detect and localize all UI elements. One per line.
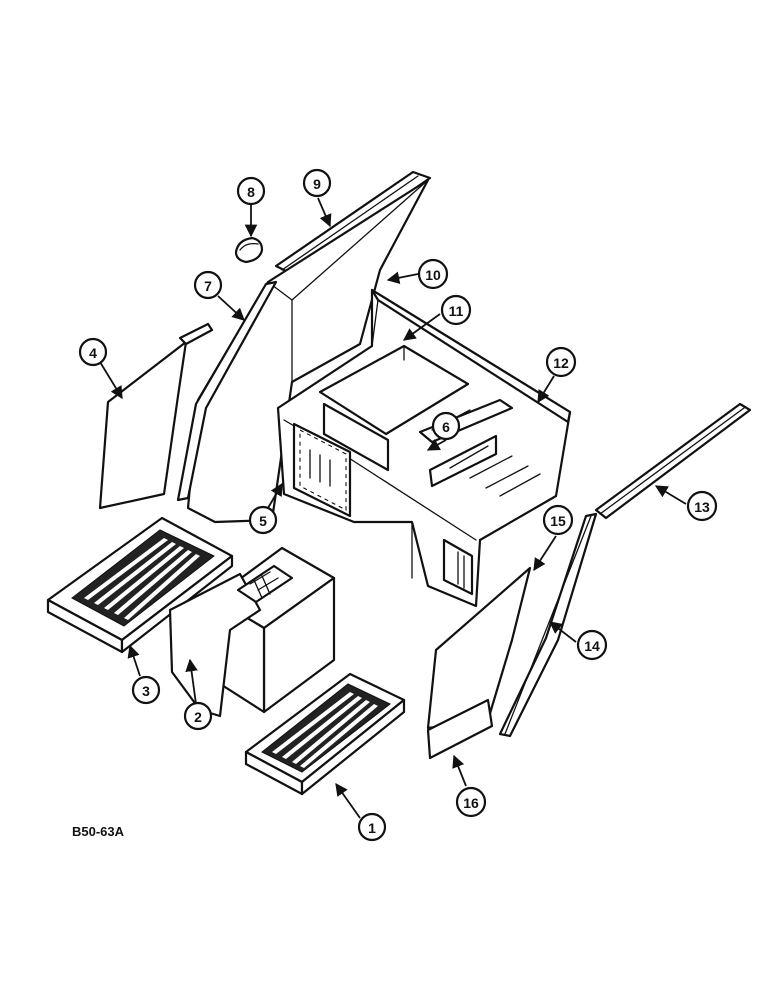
- callout-4: 4: [78, 337, 108, 367]
- callout-13-label: 13: [694, 499, 710, 515]
- callout-12: 12: [545, 346, 577, 378]
- leader-lines: [99, 197, 687, 819]
- leader-16: [452, 754, 467, 787]
- callout-16-label: 16: [463, 795, 479, 811]
- part-12-floor-tub: [276, 288, 572, 608]
- leader-15: [533, 535, 557, 572]
- callout-11-label: 11: [449, 303, 464, 319]
- part-8-cap: [234, 236, 264, 264]
- callout-12-label: 12: [553, 355, 569, 371]
- callout-13: 13: [686, 490, 718, 522]
- part-14-right-vertical-strip: [498, 512, 598, 738]
- part-3-floor-mat: [46, 516, 234, 654]
- callout-9-label: 9: [313, 176, 321, 192]
- leader-6: [426, 438, 447, 451]
- leader-10: [386, 271, 419, 284]
- part-3-grate-slots: [84, 538, 200, 620]
- callout-15-label: 15: [550, 513, 566, 529]
- callout-2: 2: [183, 701, 213, 731]
- leader-12: [537, 375, 555, 404]
- leader-13: [654, 485, 687, 505]
- leader-2: [185, 658, 198, 705]
- part-4-side-panel: [98, 322, 214, 510]
- callout-10-label: 10: [425, 267, 441, 283]
- callout-3-label: 3: [142, 683, 150, 699]
- callout-14: 14: [576, 629, 608, 661]
- callout-8: 8: [236, 176, 266, 206]
- leader-1: [335, 782, 361, 819]
- leader-5: [267, 482, 283, 509]
- callout-7: 7: [193, 270, 223, 300]
- callout-9: 9: [302, 168, 332, 198]
- leader-9: [317, 197, 332, 228]
- callout-4-label: 4: [89, 345, 97, 361]
- callout-6-label: 6: [442, 419, 450, 435]
- part-1-floor-mat: [244, 672, 406, 796]
- part-13-right-trim-strip: [594, 402, 752, 520]
- callout-7-label: 7: [204, 278, 212, 294]
- callout-14-label: 14: [584, 638, 600, 654]
- callout-10: 10: [417, 258, 449, 290]
- part-1-grate-slots: [272, 692, 378, 768]
- callout-1: 1: [357, 812, 387, 842]
- leader-11: [402, 313, 441, 341]
- callout-2-label: 2: [194, 709, 202, 725]
- leader-14: [549, 621, 577, 643]
- part-15-right-side-panel: [426, 566, 532, 730]
- callout-15: 15: [542, 504, 574, 536]
- callout-5: 5: [248, 505, 278, 535]
- callout-5-label: 5: [259, 513, 267, 529]
- leader-7: [217, 295, 245, 321]
- leader-4: [99, 361, 123, 400]
- figure-reference-code: B50-63A: [72, 824, 125, 839]
- callout-1-label: 1: [368, 820, 376, 836]
- part-16-lower-panel: [426, 698, 494, 760]
- callout-3: 3: [131, 675, 161, 705]
- leader-3: [127, 644, 141, 677]
- callout-16: 16: [455, 786, 487, 818]
- part-7-edge-strip: [176, 280, 278, 502]
- callout-6: 6: [431, 411, 461, 441]
- callout-8-label: 8: [247, 184, 255, 200]
- callout-11: 11: [440, 294, 472, 326]
